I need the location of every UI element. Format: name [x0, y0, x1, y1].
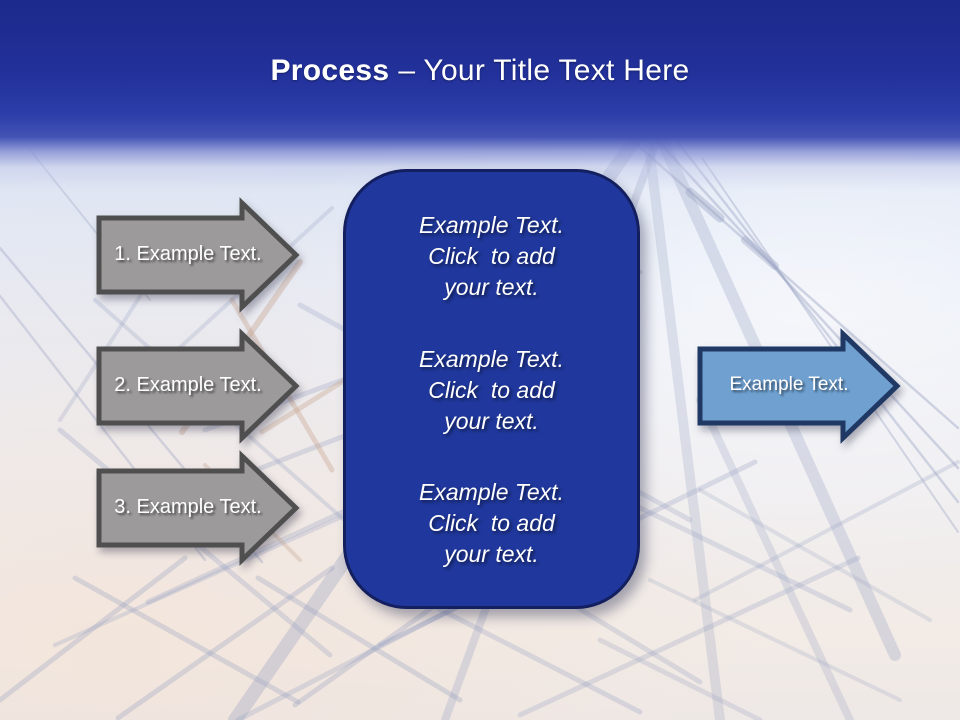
right-arrow-shape-icon: [96, 197, 300, 313]
right-arrow-shape-icon: [96, 328, 300, 444]
title-bar: Process – Your Title Text Here: [0, 0, 960, 190]
step-arrow-2[interactable]: 2. Example Text.: [96, 328, 301, 444]
panel-block-2: Example Text. Click to add your text.: [360, 344, 623, 437]
step-arrow-1[interactable]: 1. Example Text.: [96, 197, 301, 313]
panel-block-1-line-2: Click to add: [428, 243, 555, 269]
title-emphasis: Process: [270, 54, 390, 87]
panel-block-1-line-3: your text.: [444, 274, 539, 300]
panel-block-3-line-1: Example Text.: [419, 479, 564, 505]
step-arrow-3[interactable]: 3. Example Text.: [96, 450, 301, 566]
panel-block-3-line-3: your text.: [444, 541, 539, 567]
panel-block-2-line-2: Click to add: [428, 376, 555, 403]
right-arrow-shape-icon: [697, 328, 901, 444]
title-rest: – Your Title Text Here: [398, 54, 690, 87]
slide-title: Process – Your Title Text Here: [270, 52, 689, 90]
panel-block-3-line-2: Click to add: [428, 510, 555, 536]
panel-block-2-line-3: your text.: [444, 407, 539, 434]
panel-block-3: Example Text. Click to add your text.: [360, 477, 623, 570]
output-arrow[interactable]: Example Text.: [697, 328, 902, 444]
panel-block-1-line-1: Example Text.: [419, 212, 564, 238]
right-arrow-shape-icon: [96, 450, 300, 566]
text-panel[interactable]: Example Text. Click to add your text. Ex…: [343, 169, 640, 609]
panel-block-1: Example Text. Click to add your text.: [360, 210, 623, 303]
panel-block-2-line-1: Example Text.: [419, 345, 564, 372]
